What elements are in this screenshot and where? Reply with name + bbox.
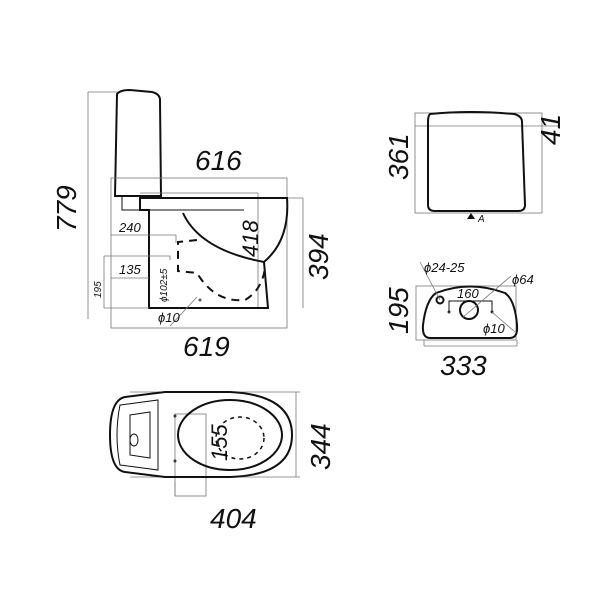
dim-tank-depth: 195 [383,287,414,334]
view-marker: A [477,214,485,225]
dim-135: 135 [119,262,141,277]
dim-seat-height: 418 [238,220,263,257]
side-view: 779 616 240 418 394 195 135 ϕ102±5 ϕ10 6… [51,88,334,362]
tank-top-view: ϕ24-25 ϕ64 160 195 333 ϕ10 [383,260,534,381]
dim-total-length: 619 [183,331,230,362]
dim-tank-fixing-hole: ϕ10 [483,321,505,336]
dim-fixing-spacing: 155 [207,424,232,461]
dim-outlet-diameter: ϕ102±5 [159,268,170,302]
tank-front-outline [427,111,527,212]
bowl-top-outline [108,391,294,478]
dim-hole-spacing: 160 [457,286,479,301]
dim-total-height: 779 [51,185,82,232]
dim-240: 240 [118,220,141,235]
tank-front-view: A 361 41 [383,111,566,225]
dim-fixing-hole: ϕ10 [158,310,180,325]
dim-bowl-height: 394 [303,233,334,280]
dim-button-hole: ϕ24-25 [424,260,465,275]
tank-side-outline [113,88,163,197]
dim-tank-width: 333 [440,350,487,381]
top-view: 155 344 404 [108,391,336,534]
view-arrow-icon [467,213,475,219]
dim-tank-height: 361 [383,133,414,180]
dim-flush-hole: ϕ64 [512,272,534,287]
dim-outlet-height: 195 [93,281,104,298]
dim-lid-height: 41 [535,114,566,145]
dim-top-width: 344 [305,423,336,470]
dim-top-length: 404 [210,503,257,534]
dim-bowl-length: 616 [195,145,242,176]
bowl-side-outline [139,197,289,309]
